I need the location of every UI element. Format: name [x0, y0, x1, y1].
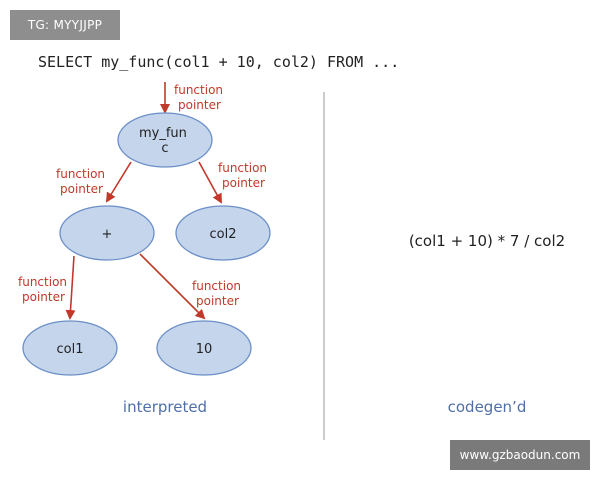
edge-label-root-col2: function pointer — [218, 161, 271, 190]
edge-label-plus-ten: function pointer — [192, 279, 245, 308]
sql-query: SELECT my_func(col1 + 10, col2) FROM ... — [38, 53, 399, 71]
edge-plus-to-col1 — [65, 255, 76, 320]
node-col1: col1 — [22, 320, 118, 376]
watermark-bottom-right: www.gzbaodun.com — [450, 440, 590, 470]
node-ten-label: 10 — [196, 342, 213, 357]
codegen-expression: (col1 + 10) * 7 / col2 — [409, 232, 565, 250]
watermark-top-left: TG: MYYJJPP — [10, 10, 120, 40]
node-ten: 10 — [156, 320, 252, 376]
edge-label-query-root: function pointer — [174, 83, 227, 112]
edge-root-to-col2 — [198, 161, 222, 204]
edge-label-root-plus: function pointer — [56, 167, 109, 196]
edge-root-to-plus — [105, 161, 132, 203]
node-root: my_fun c — [117, 112, 213, 168]
caption-interpreted: interpreted — [123, 398, 207, 416]
node-col1-label: col1 — [57, 342, 84, 357]
edge-label-plus-col1: function pointer — [18, 275, 71, 304]
edge-plus-to-ten — [139, 253, 206, 320]
node-col2: col2 — [175, 205, 271, 261]
node-col2-label: col2 — [210, 227, 237, 242]
node-plus: + — [59, 205, 155, 261]
caption-codegen: codegen’d — [448, 398, 527, 416]
node-plus-label: + — [102, 227, 113, 242]
node-root-label: my_fun c — [139, 126, 191, 156]
